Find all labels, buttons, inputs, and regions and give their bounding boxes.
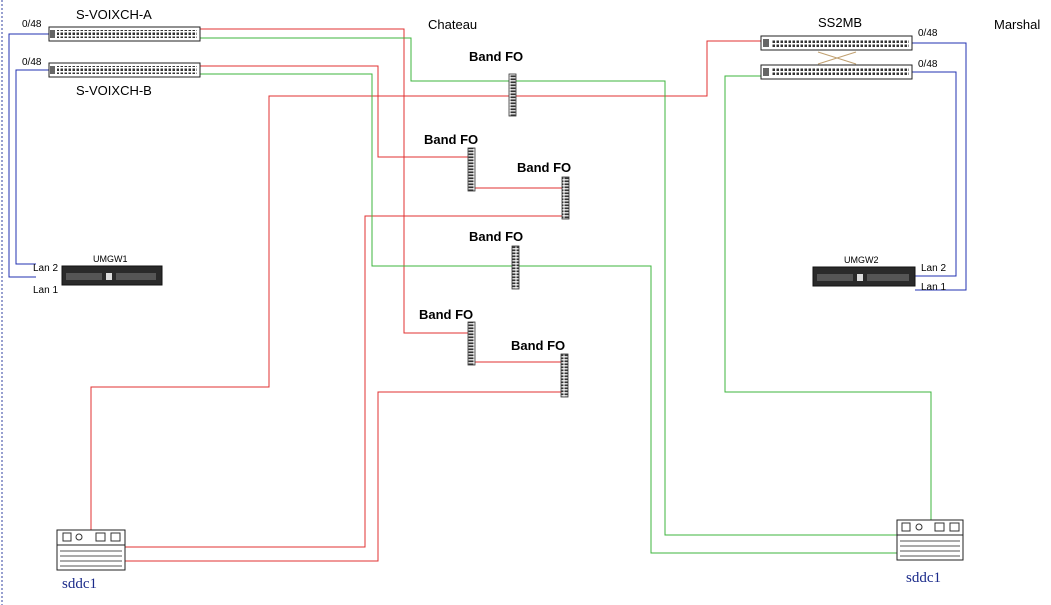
link-voixch-b-umgw1 bbox=[15, 69, 49, 265]
link-fo2b-sddc bbox=[125, 215, 563, 548]
switch-label-ss2mb: SS2MB bbox=[818, 15, 863, 30]
link-voixch-b-fo2 bbox=[200, 65, 468, 158]
switch-s-voixch-a[interactable] bbox=[48, 26, 201, 42]
server-label-sddc1-left: sddc1 bbox=[62, 576, 97, 592]
green-links bbox=[200, 37, 932, 554]
fiber-panel-3[interactable] bbox=[467, 321, 476, 366]
gateway-label-umgw1: UMGW1 bbox=[93, 254, 128, 264]
link-fo3b-sddc bbox=[125, 391, 563, 562]
gateway-umgw1-lan2: Lan 2 bbox=[33, 263, 59, 274]
link-ss2mb-umgw2-a bbox=[912, 42, 967, 291]
server-label-sddc1-right: sddc1 bbox=[906, 570, 941, 586]
switch-ss2mb-top[interactable] bbox=[760, 35, 913, 51]
switch-ss2mb-bottom[interactable] bbox=[760, 64, 913, 80]
switch-label-s-voixch-a: S-VOIXCH-A bbox=[76, 7, 152, 22]
fiber-panel-4[interactable] bbox=[511, 245, 520, 290]
server-sddc1-left[interactable] bbox=[56, 529, 126, 571]
port-label-ss2mb-2: 0/48 bbox=[918, 59, 938, 70]
fiber-panel-3b[interactable] bbox=[560, 353, 569, 398]
link-voixch-a-fo3 bbox=[200, 28, 468, 334]
fiber-label-2b: Band FO bbox=[517, 160, 572, 175]
fiber-panel-2[interactable] bbox=[467, 147, 476, 192]
gateway-umgw2[interactable] bbox=[812, 266, 916, 287]
gateway-umgw1-lan1: Lan 1 bbox=[33, 285, 59, 296]
stack-cable-icon bbox=[817, 51, 857, 65]
fiber-label-1: Band FO bbox=[469, 49, 524, 64]
fiber-panel-2b[interactable] bbox=[561, 176, 570, 220]
link-ss2mb-right-sddc bbox=[724, 75, 932, 520]
link-ss2mb-umgw2-b bbox=[912, 71, 957, 277]
red-links bbox=[90, 28, 762, 562]
fiber-label-3b: Band FO bbox=[511, 338, 566, 353]
site-label-chateau: Chateau bbox=[428, 17, 478, 32]
switch-s-voixch-b[interactable] bbox=[48, 62, 201, 78]
link-voixch-a-umgw1 bbox=[8, 33, 49, 278]
port-label-voixch-a: 0/48 bbox=[22, 19, 42, 30]
fiber-panel-1[interactable] bbox=[508, 73, 517, 117]
fiber-label-4: Band FO bbox=[469, 229, 524, 244]
gateway-umgw1[interactable] bbox=[61, 265, 163, 286]
site-label-marshal: Marshal bbox=[994, 17, 1041, 32]
port-label-ss2mb-1: 0/48 bbox=[918, 28, 938, 39]
server-sddc1-right[interactable] bbox=[896, 519, 964, 561]
gateway-label-umgw2: UMGW2 bbox=[844, 255, 879, 265]
fiber-label-2: Band FO bbox=[424, 132, 479, 147]
blue-links bbox=[8, 33, 967, 291]
gateway-umgw2-lan1: Lan 1 bbox=[921, 282, 947, 293]
link-voixch-a-fo1 bbox=[200, 37, 897, 536]
link-voixch-b-fo4 bbox=[200, 73, 897, 554]
link-ss2mb-left-sddc bbox=[90, 40, 762, 530]
port-label-voixch-b: 0/48 bbox=[22, 57, 42, 68]
gateway-umgw2-lan2: Lan 2 bbox=[921, 263, 947, 274]
fiber-label-3: Band FO bbox=[419, 307, 474, 322]
switch-label-s-voixch-b: S-VOIXCH-B bbox=[76, 83, 152, 98]
